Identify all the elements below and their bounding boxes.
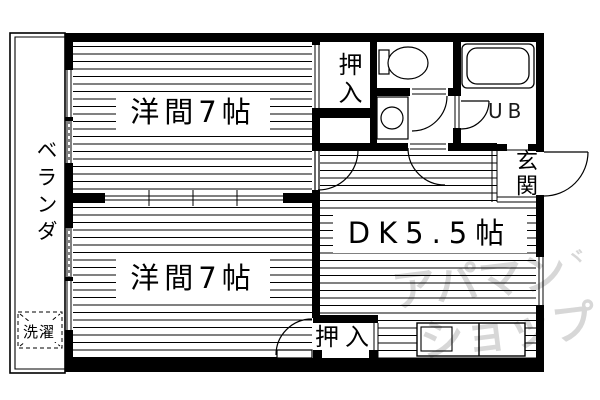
windows — [66, 45, 544, 358]
walls — [65, 33, 544, 372]
genkan-label: 玄関 — [512, 149, 537, 199]
dk-label: DK5.5帖 — [333, 213, 527, 253]
closet-top-label: 押入 — [334, 52, 362, 108]
room-top-label: 洋間7帖 — [116, 92, 270, 132]
washing-machine-icon — [376, 96, 409, 140]
kitchen-sink-icon — [416, 322, 526, 357]
sliding-door-track — [105, 190, 283, 206]
watermark-logo: アパマンヾ ショップ — [388, 230, 599, 371]
toilet-icon — [378, 46, 429, 80]
closet-bottom-label: 押入 — [315, 323, 375, 351]
bathtub-icon — [461, 43, 535, 89]
unit-bath-label: UB — [488, 99, 527, 123]
genkan-step — [491, 147, 538, 203]
veranda-label: ベランダ — [34, 139, 58, 247]
door-arcs — [275, 95, 589, 359]
laundry-label: 洗濯 — [22, 321, 57, 342]
room-bottom-label: 洋間7帖 — [116, 258, 270, 298]
watermark-mark-icon: ヾ — [565, 244, 588, 271]
